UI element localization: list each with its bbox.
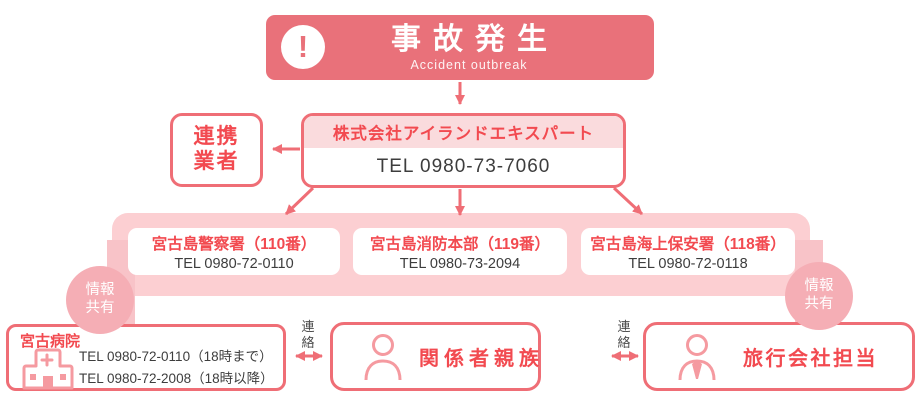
info-share-circle-right: 情報 共有	[785, 262, 853, 330]
partner-box: 連携 業者	[170, 113, 263, 187]
banner-title: 事故発生	[391, 23, 559, 56]
info-share-circle-left: 情報 共有	[66, 266, 134, 334]
contact-right-line2: 絡	[617, 334, 631, 350]
relatives-box: 関係者親族	[330, 322, 541, 391]
arrow-company-to-police	[284, 186, 315, 216]
fire-dept-box: 宮古島消防本部（119番） TEL 0980-73-2094	[353, 228, 567, 275]
contact-right-line1: 連	[617, 319, 631, 334]
coastguard-tel: TEL 0980-72-0118	[628, 255, 748, 272]
fire-dept-tel: TEL 0980-73-2094	[399, 255, 521, 272]
contact-label-left: 連 絡	[288, 319, 328, 350]
hospital-tel-day: TEL 0980-72-0110（18時まで）	[79, 349, 273, 364]
hospital-tel-night: TEL 0980-72-2008（18時以降）	[79, 370, 274, 386]
accident-banner: ! 事故発生 Accident outbreak	[266, 15, 654, 80]
info-share-left-line2: 共有	[85, 300, 115, 316]
info-share-right-line2: 共有	[804, 296, 834, 312]
company-box: 株式会社アイランドエキスパート TEL 0980-73-7060	[301, 113, 626, 188]
police-box: 宮古島警察署（110番） TEL 0980-72-0110	[128, 228, 340, 275]
police-name: 宮古島警察署（110番）	[151, 235, 317, 253]
travel-agent-label: 旅行会社担当	[743, 348, 878, 370]
company-tel: TEL 0980-73-7060	[376, 155, 551, 177]
person-with-tie-icon	[678, 333, 716, 380]
hospital-box: 宮古病院 TEL 0980-72-0110（18時まで） TEL 0980-72…	[6, 324, 286, 391]
partner-label-line1: 連携	[193, 125, 240, 149]
info-share-left-line1: 情報	[85, 282, 115, 299]
hospital-tel-list: TEL 0980-72-0110（18時まで） TEL 0980-72-2008…	[79, 346, 274, 389]
relatives-label: 関係者親族	[419, 348, 544, 370]
coastguard-name: 宮古島海上保安署（118番）	[590, 235, 786, 253]
travel-agent-box: 旅行会社担当	[643, 322, 915, 391]
company-name: 株式会社アイランドエキスパート	[304, 116, 623, 148]
hospital-icon	[22, 348, 74, 390]
hospital-name: 宮古病院	[20, 333, 81, 350]
coastguard-box: 宮古島海上保安署（118番） TEL 0980-72-0118	[581, 228, 795, 275]
arrow-company-to-coastguard	[612, 186, 644, 216]
banner-subtitle: Accident outbreak	[410, 58, 528, 72]
contact-label-right: 連 絡	[604, 319, 644, 350]
contact-left-line1: 連	[301, 319, 315, 334]
contact-left-line2: 絡	[301, 334, 315, 350]
alert-exclamation-icon: !	[281, 25, 325, 69]
fire-dept-name: 宮古島消防本部（119番）	[369, 235, 550, 253]
info-share-right-line1: 情報	[804, 278, 834, 295]
partner-label-line2: 業者	[193, 150, 240, 173]
police-tel: TEL 0980-72-0110	[174, 255, 294, 272]
person-icon	[364, 333, 402, 380]
